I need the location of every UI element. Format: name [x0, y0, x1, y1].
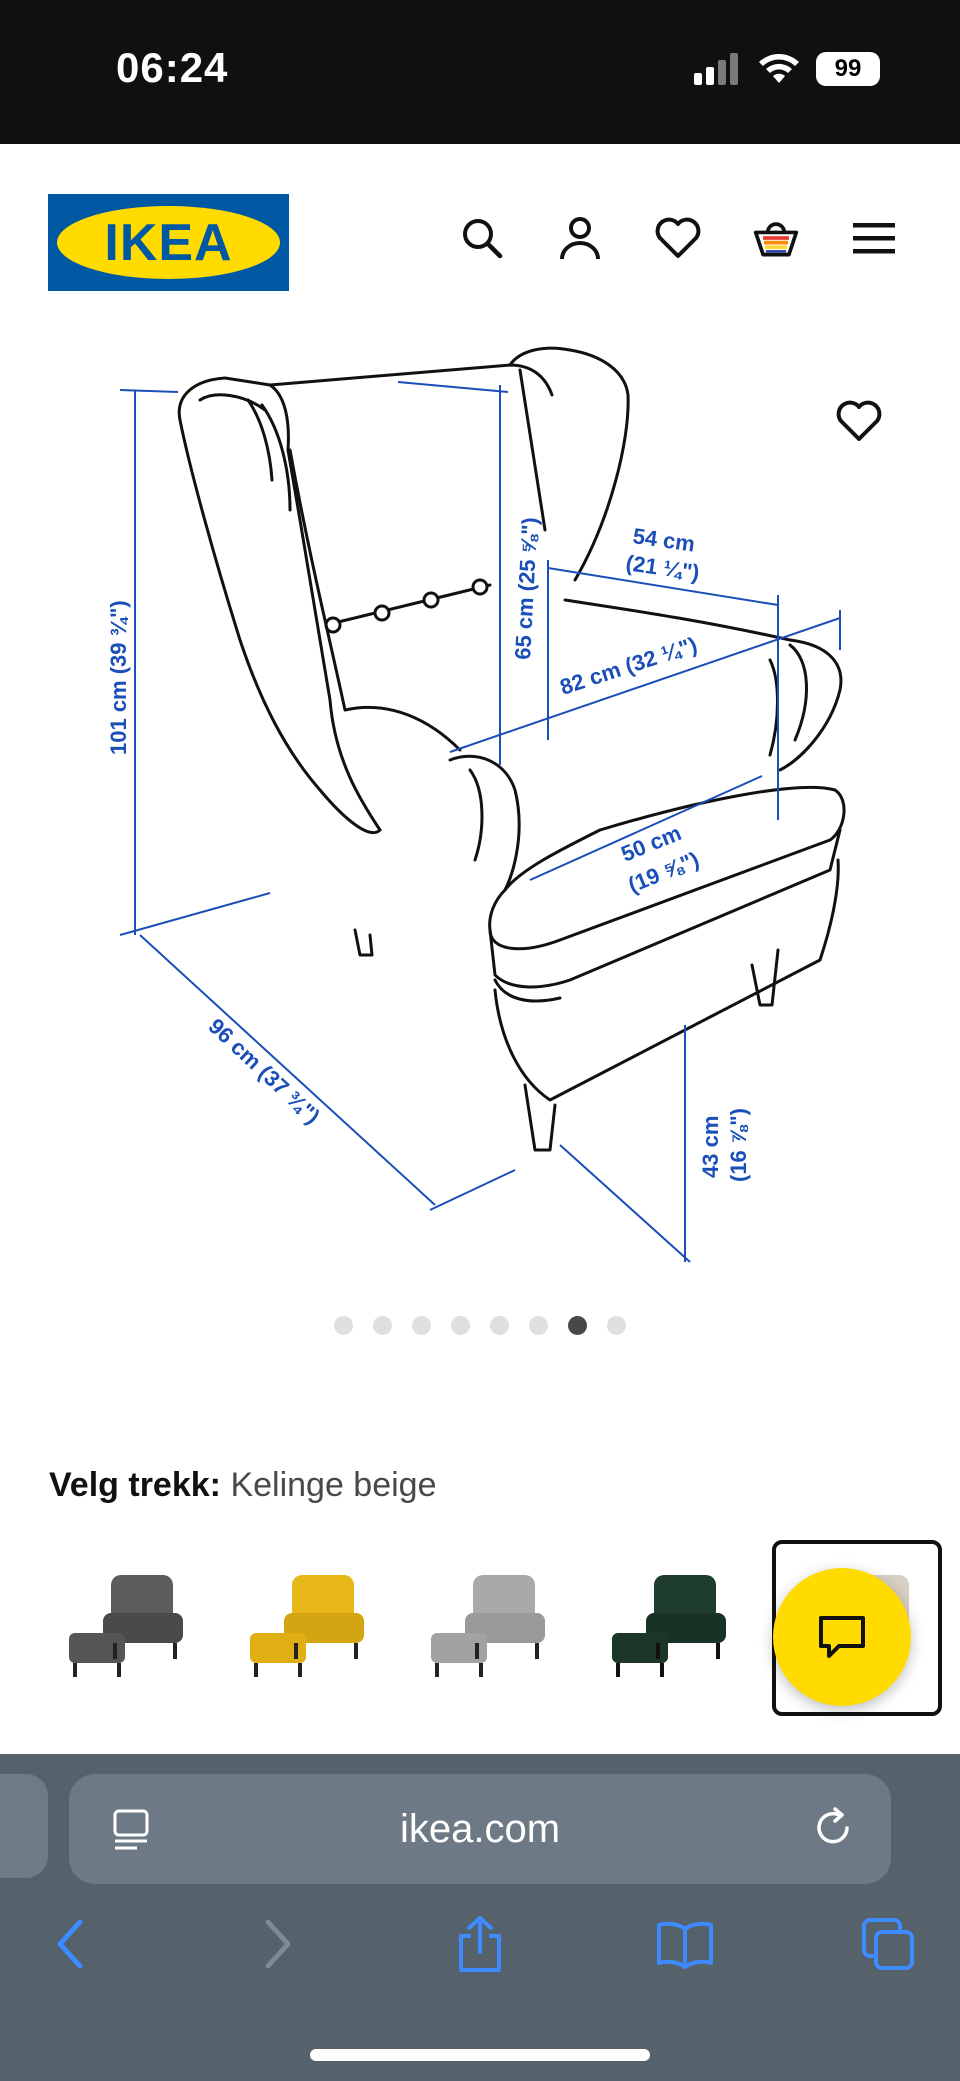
logo-oval: [57, 206, 280, 279]
hamburger-menu-icon: [853, 223, 895, 254]
swatch-dark-green[interactable]: [591, 1540, 761, 1716]
book-icon: [657, 1921, 713, 1969]
dimension-height-total: 101 cm (39 ¾"): [106, 600, 131, 755]
previous-tab-preview[interactable]: [0, 1774, 48, 1878]
bookmarks-button[interactable]: [645, 1904, 725, 1984]
shopping-bag-icon: [753, 222, 799, 257]
swatch-yellow[interactable]: [229, 1540, 399, 1716]
armchair-thumbnail: [69, 1575, 183, 1677]
favourites-button[interactable]: [654, 214, 702, 262]
browser-nav-toolbar: [0, 1904, 960, 1994]
armchair-dimension-drawing: 101 cm (39 ¾") 65 cm (25 ⅝") 54 cm (21 ¼…: [106, 346, 846, 1263]
chat-button[interactable]: [773, 1568, 911, 1706]
home-indicator[interactable]: [310, 2049, 650, 2061]
status-bar: 06:24 99: [0, 0, 960, 144]
variant-selected-value: Kelinge beige: [230, 1466, 437, 1504]
search-icon: [463, 219, 503, 259]
browser-toolbar: ikea.com: [0, 1754, 960, 2081]
menu-button[interactable]: [850, 214, 898, 262]
chevron-right-icon: [265, 1919, 291, 1969]
dimension-back-height: 65 cm (25 ⅝"): [510, 517, 542, 661]
heart-icon: [655, 217, 701, 258]
gallery-pagination: [0, 1316, 960, 1335]
share-button[interactable]: [440, 1904, 520, 1984]
pagination-dot[interactable]: [412, 1316, 431, 1335]
url-text: ikea.com: [399, 1806, 561, 1851]
search-button[interactable]: [458, 214, 506, 262]
address-bar[interactable]: ikea.com: [69, 1774, 891, 1884]
status-time: 06:24: [116, 44, 229, 91]
dimension-seat-height: 43 cm: [698, 1116, 723, 1178]
product-image-gallery[interactable]: 101 cm (39 ¾") 65 cm (25 ⅝") 54 cm (21 ¼…: [0, 320, 960, 1360]
variant-swatches: [48, 1540, 960, 1716]
ikea-logo[interactable]: IKEA: [48, 194, 289, 291]
account-button[interactable]: [556, 214, 604, 262]
pagination-dot[interactable]: [529, 1316, 548, 1335]
wifi-icon: [759, 54, 799, 83]
reload-icon[interactable]: [811, 1806, 855, 1850]
pagination-dot[interactable]: [334, 1316, 353, 1335]
variant-label: Velg trekk: Kelinge beige: [49, 1466, 437, 1505]
armchair-thumbnail: [431, 1575, 545, 1677]
variant-label-title: Velg trekk:: [49, 1466, 221, 1504]
signal-icon: [694, 53, 738, 85]
pagination-dot[interactable]: [490, 1316, 509, 1335]
logo-text: IKEA: [104, 213, 233, 272]
battery-indicator: 99: [816, 52, 880, 86]
tabs-button[interactable]: [848, 1904, 928, 1984]
dimension-depth-total: 96 cm (37 ¾"): [204, 1013, 325, 1128]
reader-page-icon[interactable]: [111, 1808, 151, 1852]
back-button[interactable]: [30, 1904, 110, 1984]
cart-button[interactable]: [752, 214, 800, 262]
site-header: IKEA: [0, 144, 960, 304]
pagination-dot[interactable]: [451, 1316, 470, 1335]
favourite-product-button[interactable]: [836, 400, 888, 452]
heart-icon: [836, 400, 882, 441]
pagination-dot[interactable]: [373, 1316, 392, 1335]
pagination-dot-active[interactable]: [568, 1316, 587, 1335]
tabs-icon: [862, 1918, 914, 1970]
status-icons: 99: [694, 52, 880, 86]
dimension-width-total: 82 cm (32 ¼"): [557, 632, 700, 700]
user-icon: [560, 217, 600, 260]
chevron-left-icon: [57, 1919, 83, 1969]
chat-bubble-icon: [819, 1616, 865, 1658]
swatch-light-grey[interactable]: [410, 1540, 580, 1716]
pagination-dot[interactable]: [607, 1316, 626, 1335]
armchair-thumbnail: [250, 1575, 364, 1677]
header-nav: [458, 214, 898, 262]
forward-button[interactable]: [238, 1904, 318, 1984]
share-icon: [459, 1916, 501, 1972]
dimension-seat-height-inches: (16 ⅞"): [726, 1108, 751, 1182]
armchair-thumbnail: [612, 1575, 726, 1677]
swatch-dark-grey[interactable]: [48, 1540, 218, 1716]
